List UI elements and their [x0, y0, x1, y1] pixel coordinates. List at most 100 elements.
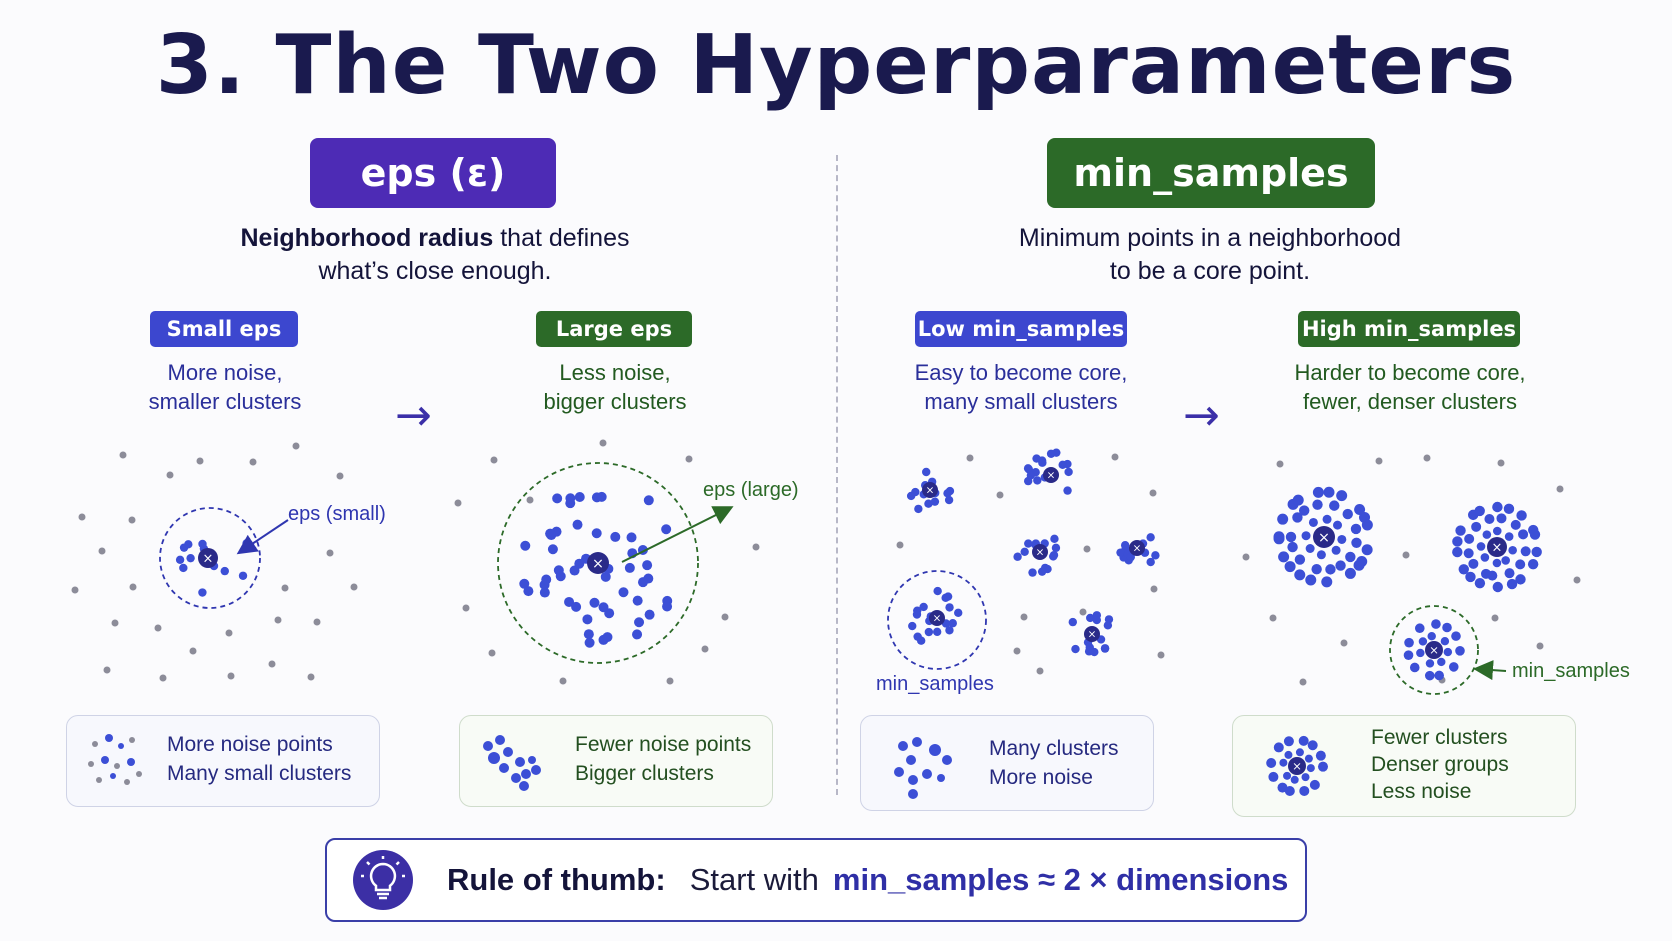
low-min-samples-summary: Many clusters More noise — [860, 715, 1154, 811]
core-point — [1129, 540, 1145, 556]
noise-point — [1491, 614, 1499, 622]
low-min-samples-caption: Easy to become core, many small clusters — [890, 358, 1152, 416]
cluster-point — [1295, 748, 1304, 757]
cluster-point — [632, 629, 643, 640]
cluster-point — [1058, 460, 1067, 470]
noise-point — [189, 647, 197, 655]
cluster-point — [1492, 581, 1503, 593]
noise-point — [1269, 614, 1277, 622]
cluster-point — [1024, 539, 1033, 548]
noise-point — [1111, 453, 1119, 461]
cluster-point — [1484, 514, 1495, 525]
min-samples-desc-line2: to be a core point. — [1109, 257, 1311, 285]
cluster-point — [1448, 662, 1459, 672]
noise-point — [666, 677, 674, 685]
cluster-point — [1440, 637, 1450, 646]
cluster-point — [1474, 505, 1485, 517]
cluster-point — [1427, 631, 1436, 641]
cluster-point — [930, 497, 940, 506]
cluster-point — [919, 602, 928, 612]
cluster-point — [1344, 567, 1356, 579]
cluster-point — [1508, 545, 1517, 555]
noise-point — [1497, 459, 1505, 467]
noise-point — [685, 455, 693, 463]
cluster-point — [523, 586, 534, 597]
cluster-point — [906, 491, 916, 501]
high-min-samples-radius — [1389, 605, 1479, 695]
small-eps-summary: More noise points Many small clusters — [66, 715, 380, 807]
cluster-point — [1268, 771, 1279, 782]
cluster-point — [933, 586, 942, 596]
cluster-point — [1049, 550, 1059, 560]
cluster-point — [564, 596, 575, 607]
eps-small-annotation: eps (small) — [288, 503, 386, 525]
cluster-point — [1292, 512, 1303, 523]
noise-point — [454, 499, 462, 507]
low-min-samples-scene: ×××××× — [887, 448, 1165, 675]
cluster-point — [1278, 551, 1290, 563]
cluster-point — [1312, 486, 1324, 498]
cluster-point — [1316, 550, 1326, 560]
cluster-point — [644, 609, 655, 620]
cluster-point — [1279, 758, 1288, 767]
cluster-point — [582, 614, 593, 625]
cluster-point — [944, 495, 954, 505]
cluster-point — [565, 493, 576, 504]
cluster-point — [571, 601, 582, 612]
core-point — [922, 482, 938, 498]
cluster-point — [1434, 670, 1444, 681]
cluster-point — [916, 636, 926, 645]
small-eps-caption-line2: smaller clusters — [148, 389, 302, 414]
cluster-point — [1503, 503, 1515, 515]
noise-point — [103, 666, 111, 674]
noise-point — [1299, 678, 1307, 686]
core-marker: × — [1292, 759, 1302, 773]
cluster-point — [1510, 519, 1521, 530]
noise-point — [281, 584, 289, 592]
cluster-point — [1506, 578, 1518, 590]
lightbulb-icon — [353, 850, 413, 910]
large-eps-caption-line2: bigger clusters — [543, 389, 687, 414]
core-marker: × — [1036, 547, 1045, 559]
large-eps-summary-line1: Fewer noise points — [575, 733, 752, 756]
noise-point — [1375, 457, 1383, 465]
cluster-point — [1063, 486, 1072, 495]
noise-point — [1556, 485, 1564, 493]
cluster-point — [1301, 773, 1310, 782]
cluster-point — [1304, 754, 1313, 763]
cluster-point — [1361, 544, 1373, 556]
noise-mini-icon — [88, 734, 142, 785]
cluster-point — [547, 544, 558, 555]
cluster-point — [1492, 558, 1502, 568]
noise-point — [1536, 642, 1544, 650]
cluster-point — [1474, 577, 1486, 589]
noise-point — [326, 549, 334, 557]
core-marker: × — [933, 613, 942, 625]
noise-point — [166, 471, 174, 479]
noise-point — [154, 624, 162, 632]
cluster-point — [198, 588, 207, 597]
eps-small-pointer — [236, 519, 289, 555]
cluster-point — [1504, 568, 1515, 579]
cluster-point — [1471, 521, 1482, 532]
noise-point — [71, 586, 79, 594]
cluster-point — [662, 601, 673, 612]
cluster-point — [1013, 552, 1022, 561]
cluster-point — [1482, 530, 1492, 539]
noise-point — [896, 541, 904, 549]
noise-point — [225, 629, 233, 637]
cluster-point — [948, 619, 957, 628]
cluster-point — [1501, 556, 1510, 565]
eps-arrow-icon: → — [395, 390, 432, 441]
cluster-point — [1452, 546, 1463, 558]
cluster-point — [1064, 467, 1073, 477]
cluster-point — [1425, 659, 1435, 668]
cluster-point — [1321, 576, 1333, 588]
cluster-point — [1431, 619, 1441, 629]
cluster-point — [924, 627, 934, 637]
large-eps-scene: × — [454, 439, 760, 685]
cluster-point — [574, 558, 585, 569]
noise-point — [1242, 553, 1250, 561]
cluster-point — [1311, 563, 1322, 575]
cluster-point — [924, 499, 933, 508]
